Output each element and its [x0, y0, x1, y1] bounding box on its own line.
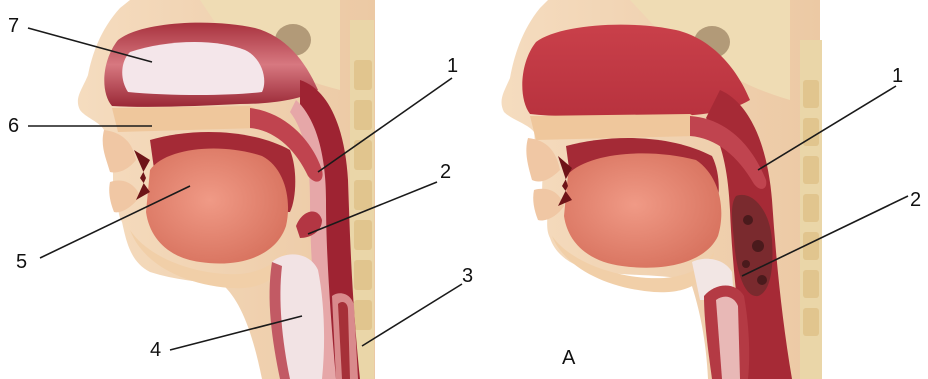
label-1-left: 1 — [447, 55, 458, 77]
right-spine — [800, 40, 822, 379]
label-3: 3 — [462, 265, 473, 287]
label-2-left: 2 — [440, 161, 451, 183]
label-2-right: 2 — [910, 189, 921, 211]
label-4: 4 — [150, 339, 161, 361]
bolus-particle — [757, 275, 767, 285]
left-hard-palate — [112, 106, 262, 132]
bolus-particle — [752, 240, 764, 252]
left-nasal-inner — [122, 42, 264, 95]
leader-3 — [362, 284, 462, 346]
label-7: 7 — [8, 15, 19, 37]
bolus-particle — [743, 215, 753, 225]
label-5: 5 — [16, 251, 27, 273]
caption-a: A — [562, 347, 576, 369]
right-hard-palate — [530, 114, 701, 140]
label-6: 6 — [8, 115, 19, 137]
bolus-particle — [742, 260, 750, 268]
right-head-section — [502, 0, 822, 379]
left-tongue — [146, 148, 288, 263]
label-1-right: 1 — [892, 65, 903, 87]
left-head-section — [78, 0, 375, 379]
right-tongue — [564, 153, 721, 267]
